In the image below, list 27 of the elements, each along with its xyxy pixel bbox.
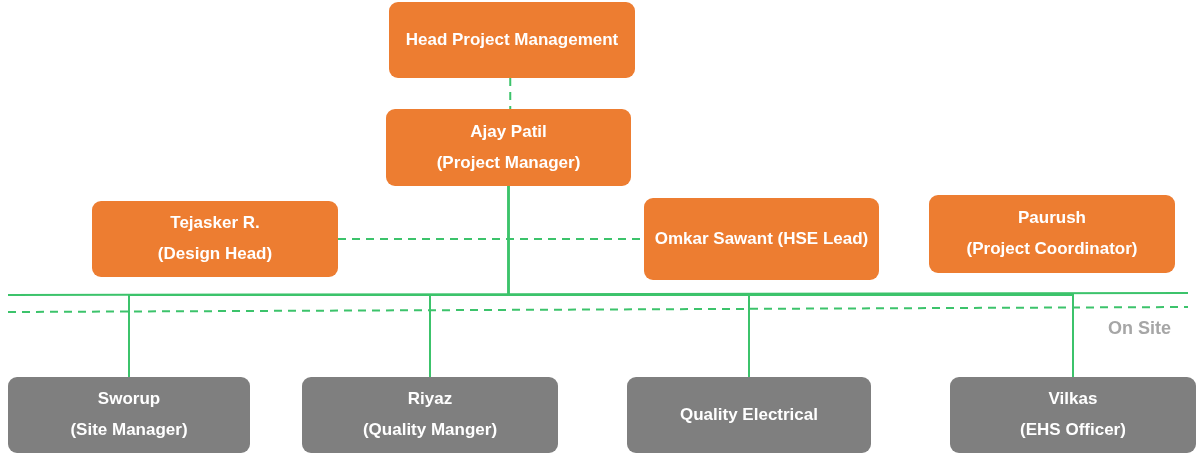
role-text: (EHS Officer) [1020, 419, 1126, 442]
role-text: (Project Coordinator) [966, 238, 1138, 261]
role-text: (Quality Manger) [362, 419, 498, 442]
role-box [386, 109, 631, 186]
site-role-box [8, 377, 250, 453]
role-text: Vilkas [1048, 388, 1098, 411]
role-text: Sworup [97, 388, 161, 411]
site-role-box [950, 377, 1196, 453]
role-text: Paurush [1018, 206, 1086, 229]
connector-line [509, 77, 512, 110]
role-box [644, 198, 879, 280]
role-text: Omkar Sawant (HSE Lead) [654, 227, 869, 250]
role-text: Tejasker R. [170, 212, 260, 235]
role-box [389, 2, 635, 78]
role-text: (Project Manager) [436, 151, 581, 174]
role-box [92, 201, 338, 277]
role-text: (Design Head) [157, 243, 273, 266]
role-box [929, 195, 1175, 273]
site-role-box [627, 377, 871, 453]
role-text: Ajay Patil [470, 120, 547, 143]
connector-line [507, 185, 1074, 378]
role-text: (Site Manager) [70, 419, 188, 442]
section-label: On Site [1108, 318, 1171, 339]
role-text: Riyaz [407, 388, 453, 411]
site-role-box [302, 377, 558, 453]
role-text: Quality Electrical [680, 403, 818, 426]
role-text: Head Project Management [405, 28, 619, 51]
